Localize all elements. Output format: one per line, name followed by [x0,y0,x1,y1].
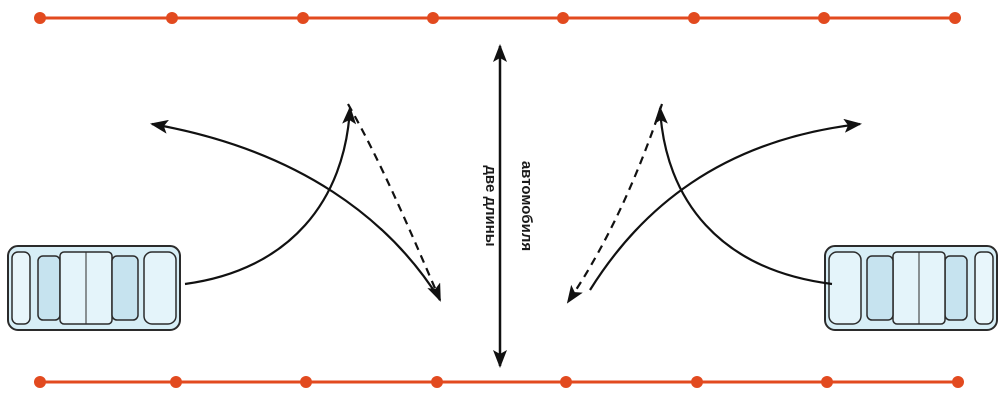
left-car [7,245,181,331]
right-exit-arrow [589,118,862,291]
boundary-marker [427,12,439,24]
top-boundary-line [34,12,961,24]
left-reverse-arrow [347,103,442,302]
dimension-label-line1: две длины [482,165,499,246]
boundary-marker [821,376,833,388]
right-car [824,245,998,331]
boundary-marker [166,12,178,24]
boundary-marker [297,12,309,24]
boundary-marker [818,12,830,24]
boundary-marker [34,376,46,388]
boundary-marker [688,12,700,24]
left-forward-arrow [184,106,357,286]
dimension-label-line2: автомобиля [518,161,535,251]
left-exit-arrow [150,119,441,301]
boundary-marker [952,376,964,388]
boundary-marker [691,376,703,388]
boundary-marker [170,376,182,388]
boundary-marker [560,376,572,388]
boundary-marker [557,12,569,24]
boundary-marker [34,12,46,24]
bottom-boundary-line [34,376,964,388]
right-reverse-arrow [566,103,664,304]
right-forward-arrow [653,106,833,286]
boundary-marker [300,376,312,388]
boundary-marker [949,12,961,24]
boundary-marker [431,376,443,388]
